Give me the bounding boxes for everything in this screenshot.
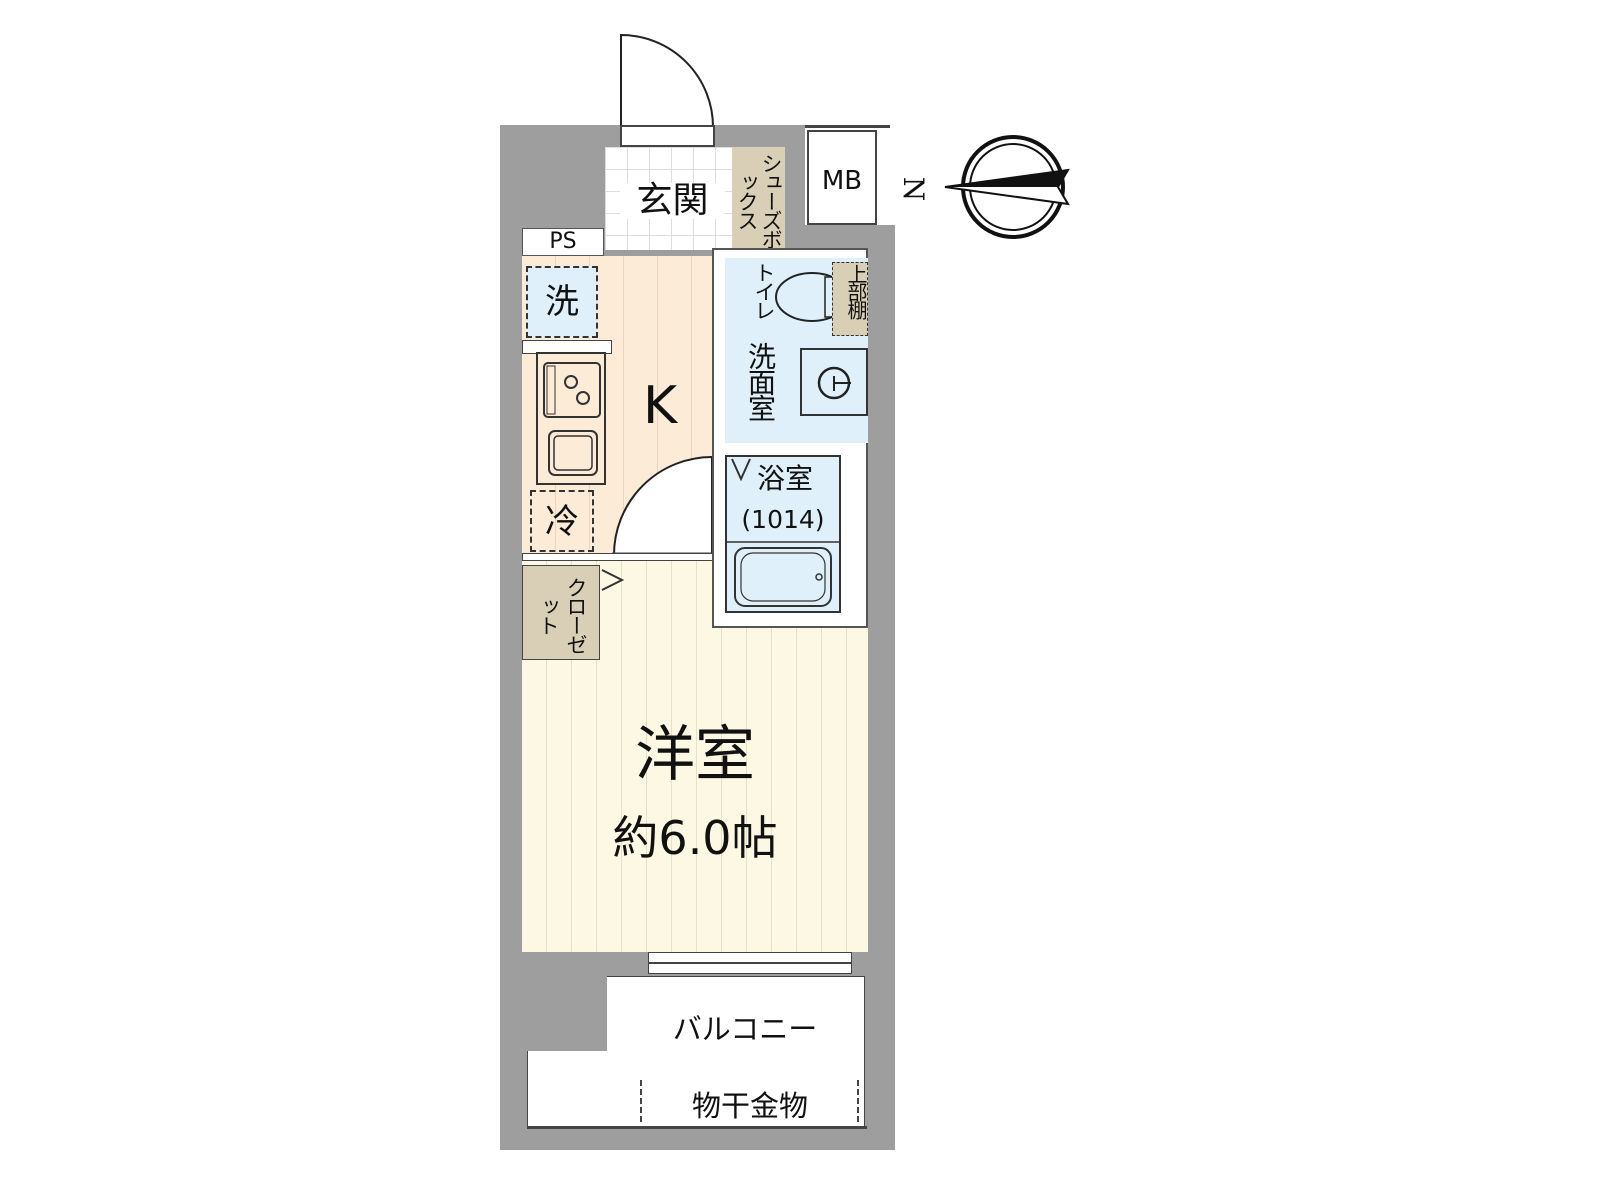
shoe-box xyxy=(732,147,785,248)
fridge-space xyxy=(530,490,594,552)
bathroom-label: 浴室 xyxy=(756,462,813,495)
compass-north-label: N xyxy=(897,176,930,202)
kitchen-partition xyxy=(522,553,714,561)
fridge-label: 冷 xyxy=(545,502,579,542)
washroom-label: 洗面室 xyxy=(744,342,777,420)
window-line xyxy=(648,962,852,964)
compass-icon xyxy=(944,135,1070,239)
drying-hook-left xyxy=(640,1080,642,1122)
pipe-space xyxy=(522,228,604,256)
balcony-label: バルコニー xyxy=(672,1012,818,1046)
drying-hardware-label: 物干金物 xyxy=(691,1089,808,1123)
western-room-size: 約6.0帖 xyxy=(612,811,778,865)
stove-icon xyxy=(543,362,601,418)
kitchen-label: K xyxy=(642,376,678,436)
western-room-label: 洋室 xyxy=(635,720,755,790)
door-opening xyxy=(620,125,715,147)
balcony-rail xyxy=(527,1126,867,1129)
washer-label: 洗 xyxy=(545,282,579,322)
sink-icon xyxy=(548,430,598,476)
entrance-door xyxy=(620,33,715,129)
shoe-box-label: シューズボックス xyxy=(735,152,783,248)
washbasin-icon xyxy=(817,366,851,400)
balcony-wall-step xyxy=(527,976,607,1051)
drying-hook-right xyxy=(857,1080,859,1122)
meter-box xyxy=(807,130,877,225)
meter-box-label: MB xyxy=(821,166,863,196)
bath-door-marker xyxy=(731,458,751,482)
kitchen-counter xyxy=(536,352,606,485)
mb-line xyxy=(805,125,890,128)
bathtub-icon xyxy=(727,541,839,607)
upper-shelf-label: 上部棚 xyxy=(844,264,868,318)
kitchen-door xyxy=(612,455,718,560)
closet-door-marker xyxy=(601,569,625,591)
upper-shelf xyxy=(832,262,868,336)
toilet-label: トイレ xyxy=(752,262,776,319)
closet xyxy=(522,565,600,660)
entrance-label: 玄関 xyxy=(620,183,725,219)
pipe-space-label: PS xyxy=(549,229,577,254)
bath-size: (1014) xyxy=(741,505,825,534)
closet-label: クローゼット xyxy=(536,577,588,653)
washer-space xyxy=(526,266,598,338)
bathroom xyxy=(725,455,841,613)
